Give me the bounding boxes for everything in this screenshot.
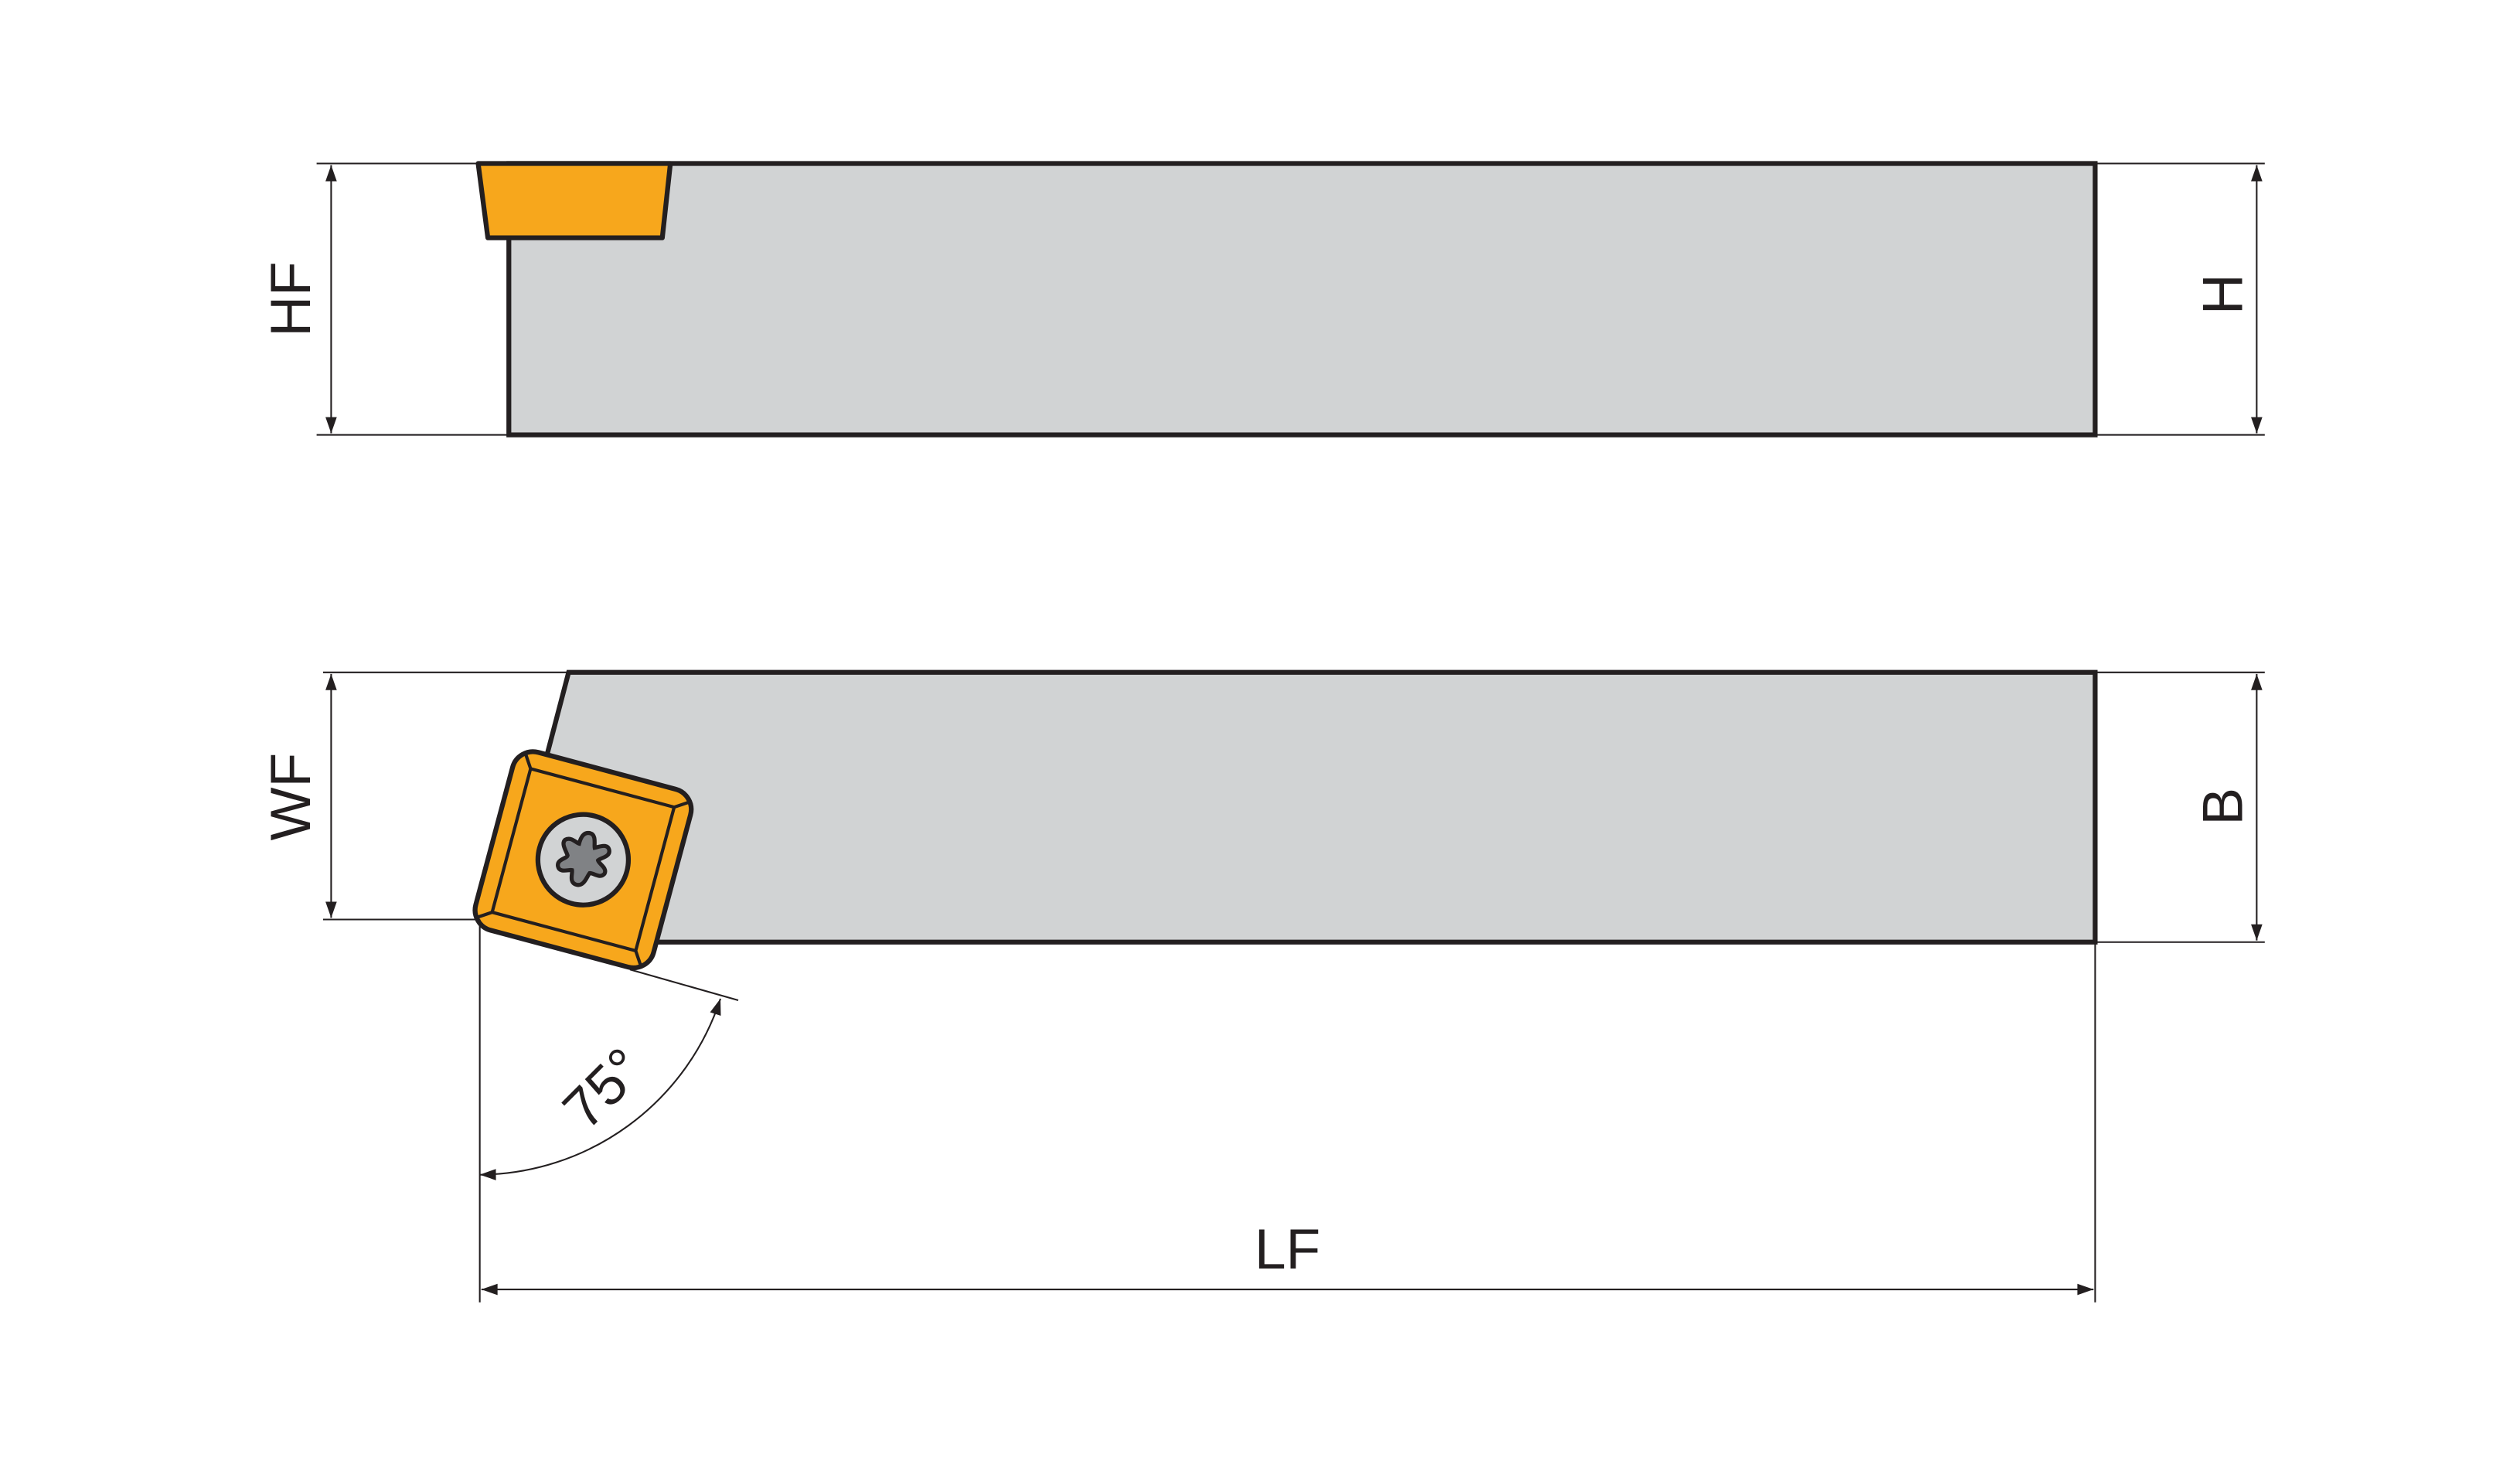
torx-icon	[556, 830, 611, 887]
lf-dimension: LF	[478, 919, 2096, 1303]
holder-shank-top	[530, 669, 2098, 945]
insert-side	[475, 161, 673, 240]
holder-shank-side	[506, 161, 2098, 438]
h-dimension: H	[2095, 162, 2265, 436]
square-insert	[472, 749, 694, 971]
side-view: HF H	[260, 161, 2265, 438]
b-label: B	[2192, 788, 2255, 826]
lf-label: LF	[1255, 1218, 1320, 1281]
wf-label: WF	[260, 753, 322, 841]
hf-label: HF	[260, 261, 322, 336]
hf-dimension: HF	[260, 162, 509, 436]
top-view: WF B 75° LF	[260, 669, 2265, 1303]
angle-label: 75°	[551, 1037, 656, 1141]
wf-dimension: WF	[260, 671, 569, 921]
angle-dimension: 75°	[479, 969, 739, 1180]
h-label: H	[2192, 274, 2255, 315]
b-dimension: B	[2095, 671, 2265, 943]
